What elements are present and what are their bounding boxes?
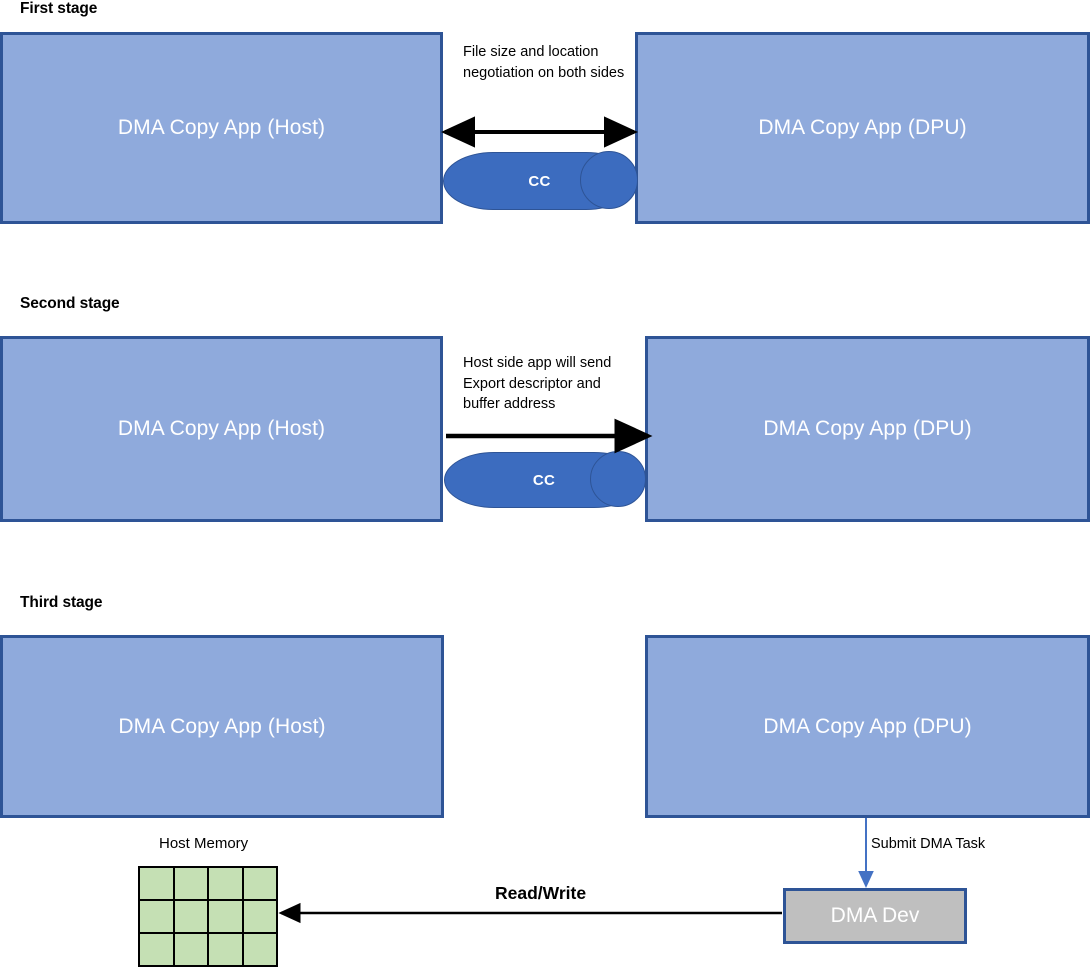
dma-dev-label: DMA Dev bbox=[830, 904, 920, 927]
stage3-host-label: DMA Copy App (Host) bbox=[118, 714, 326, 738]
host-memory-title: Host Memory bbox=[159, 835, 249, 852]
stage1-note: File size and location negotiation on bo… bbox=[463, 44, 625, 81]
host-memory-cell bbox=[174, 934, 209, 967]
stage2-dpu-box: DMA Copy App (DPU) bbox=[645, 336, 1090, 522]
host-memory-cell bbox=[140, 868, 175, 901]
dma-dev-box: DMA Dev bbox=[783, 888, 967, 944]
stage2-host-label: DMA Copy App (Host) bbox=[117, 417, 326, 440]
stage1-host-box: DMA Copy App (Host) bbox=[0, 32, 443, 224]
host-memory-cell bbox=[140, 901, 175, 934]
host-memory-cell bbox=[209, 901, 244, 934]
host-memory-grid bbox=[138, 866, 278, 967]
stage1-host-label: DMA Copy App (Host) bbox=[117, 116, 326, 139]
read-write-label: Read/Write bbox=[495, 883, 587, 903]
stage2-cc-cylinder: CC bbox=[444, 450, 646, 508]
stage-title-third: Third stage bbox=[20, 594, 103, 611]
stage2-host-box: DMA Copy App (Host) bbox=[0, 336, 443, 522]
stage-title-first: First stage bbox=[20, 0, 98, 17]
stage2-cc-cap bbox=[589, 450, 646, 507]
stage2-cc-label: CC bbox=[532, 471, 556, 489]
stage2-dpu-label: DMA Copy App (DPU) bbox=[763, 417, 972, 440]
host-memory-cell bbox=[209, 934, 244, 967]
stage-title-second: Second stage bbox=[20, 295, 120, 312]
stage1-cc-cap bbox=[579, 150, 638, 209]
stage3-dpu-box: DMA Copy App (DPU) bbox=[645, 635, 1090, 818]
host-memory-cell bbox=[174, 901, 209, 934]
stage1-dpu-label: DMA Copy App (DPU) bbox=[758, 116, 967, 139]
host-memory-cell bbox=[243, 901, 278, 934]
submit-dma-task-label: Submit DMA Task bbox=[871, 836, 986, 852]
host-memory-cell bbox=[174, 868, 209, 901]
stage1-cc-cylinder: CC bbox=[443, 150, 638, 210]
stage2-note: Host side app will send Export descripto… bbox=[463, 355, 612, 413]
host-memory-cell bbox=[243, 934, 278, 967]
stage1-dpu-box: DMA Copy App (DPU) bbox=[635, 32, 1090, 224]
host-memory-cell bbox=[209, 868, 244, 901]
host-memory-cell bbox=[140, 934, 175, 967]
stage3-dpu-label: DMA Copy App (DPU) bbox=[763, 714, 972, 738]
stage3-host-box: DMA Copy App (Host) bbox=[0, 635, 444, 818]
stage1-cc-label: CC bbox=[528, 172, 551, 190]
host-memory-cell bbox=[243, 868, 278, 901]
